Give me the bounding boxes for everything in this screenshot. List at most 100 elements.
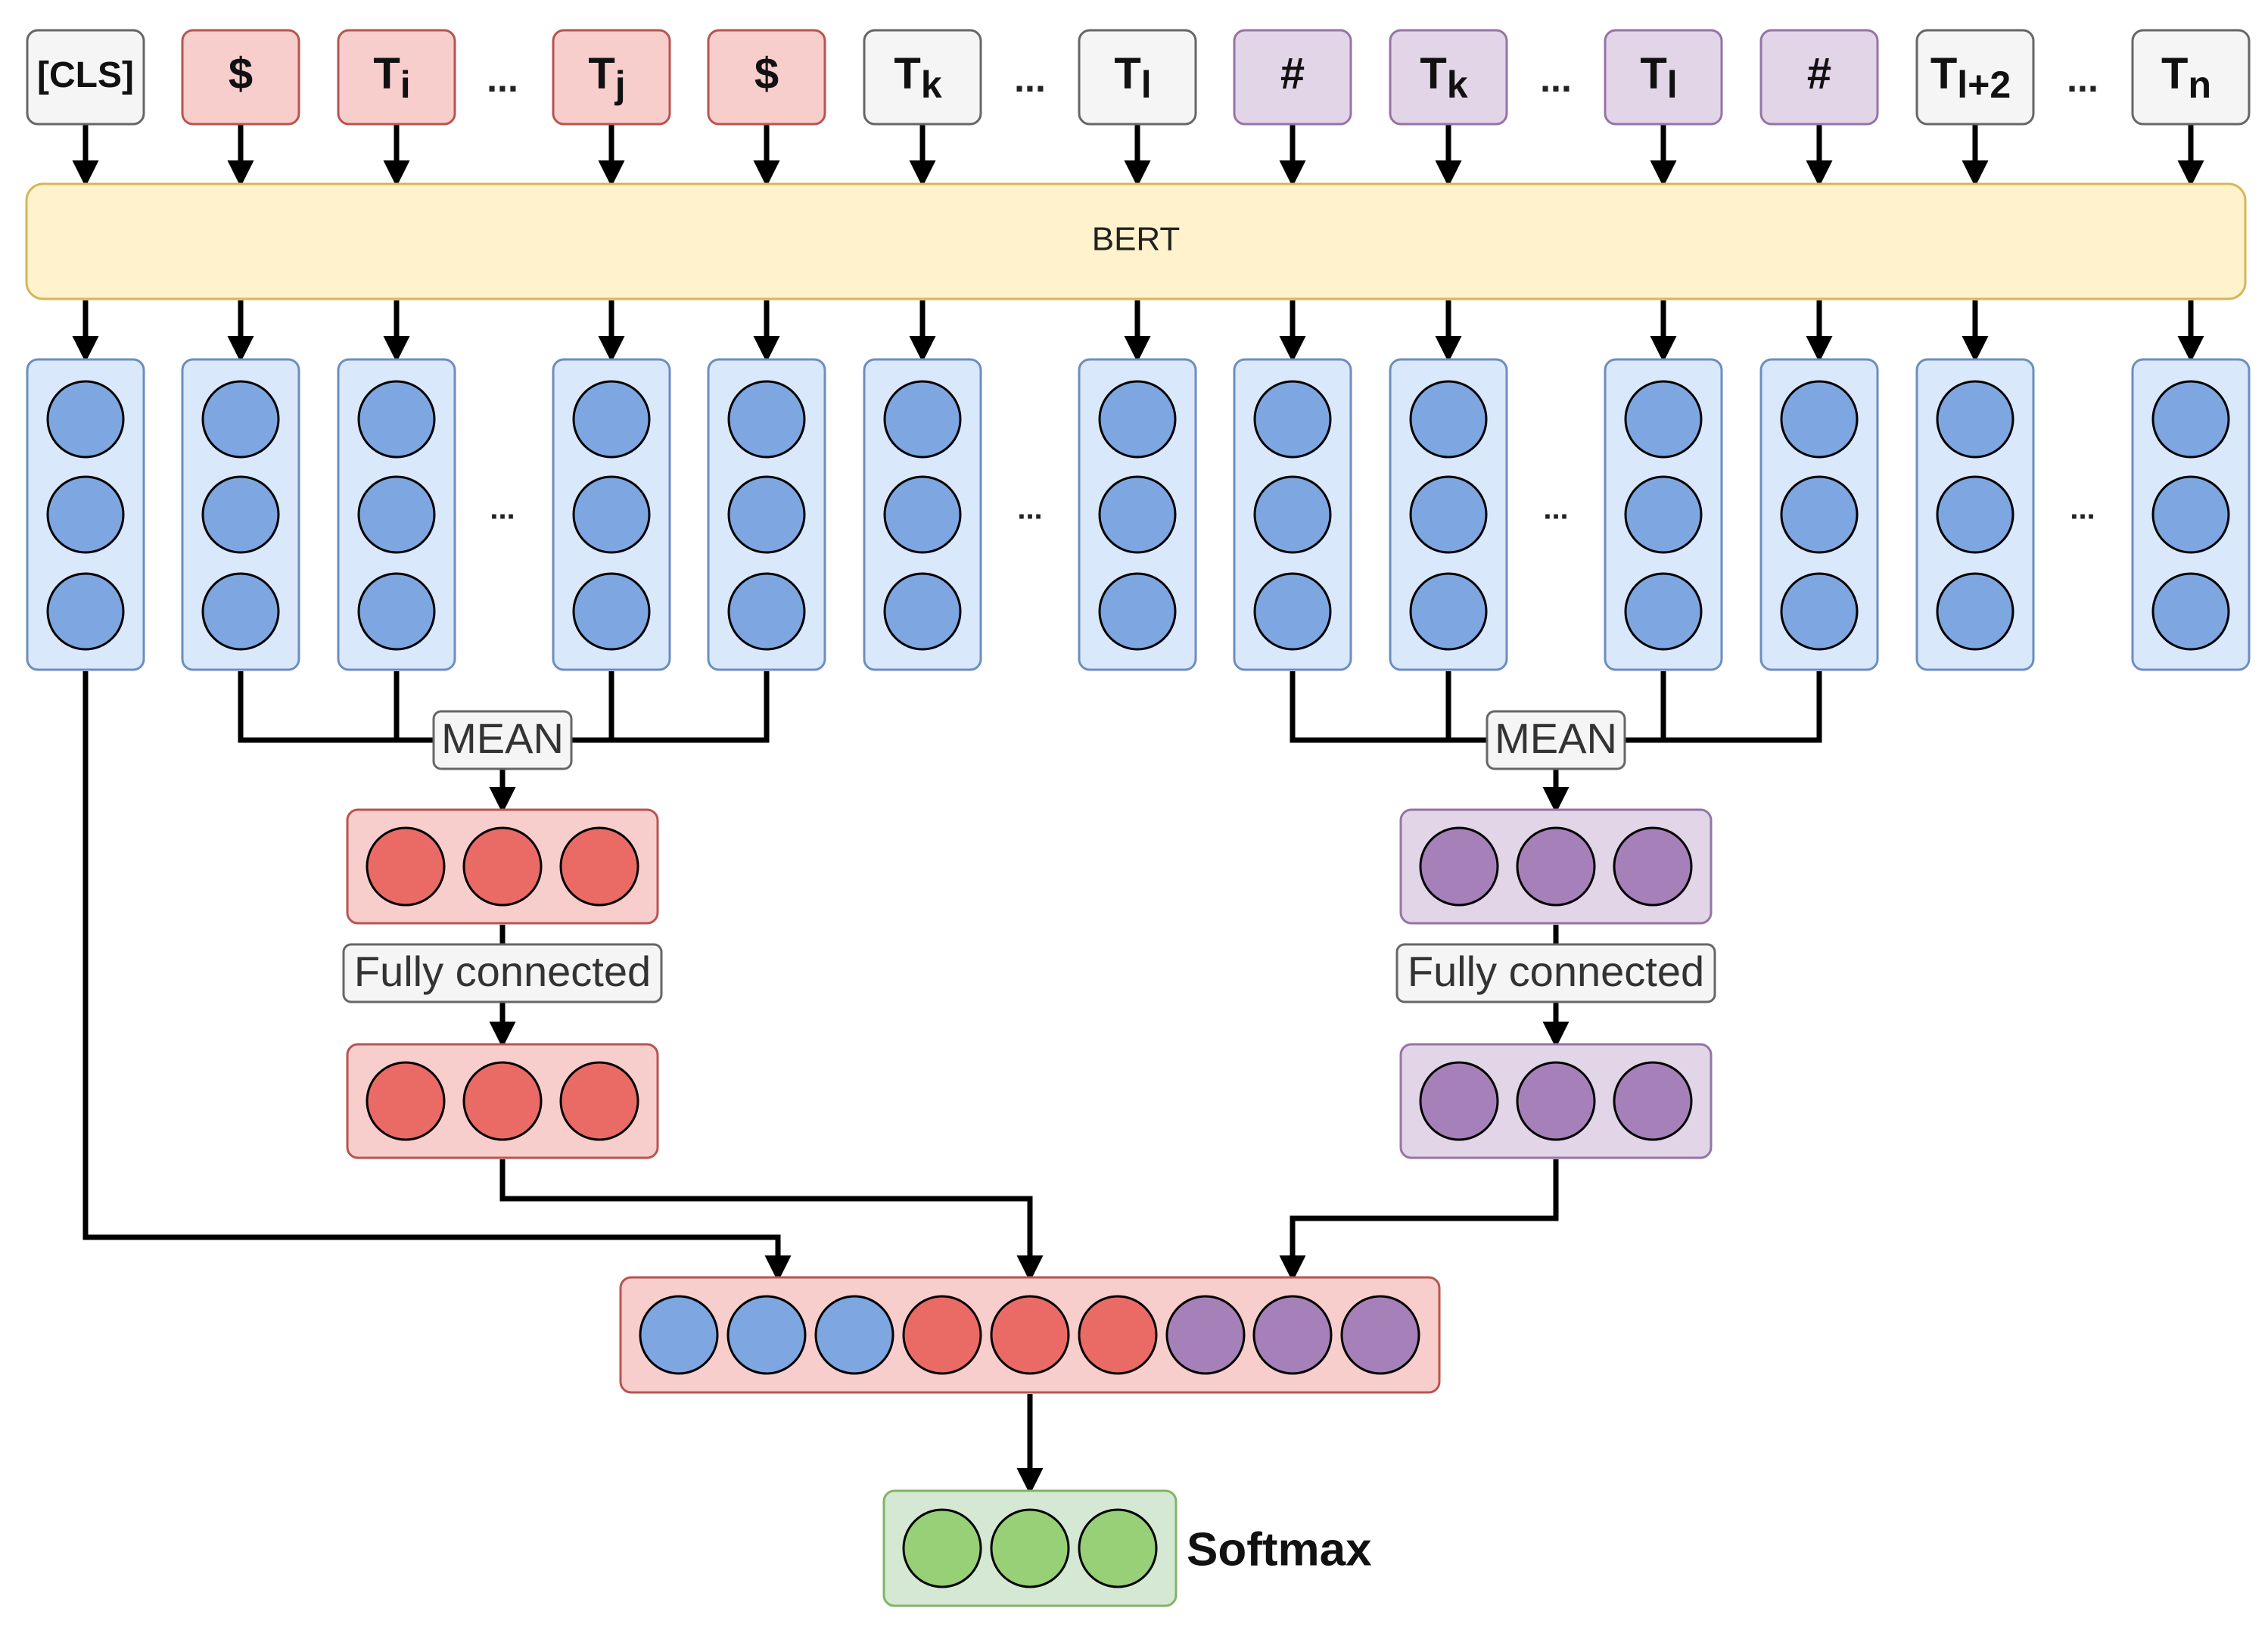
token-box-cls	[26, 29, 145, 126]
token-box-tj	[552, 29, 671, 126]
embedding-neuron-hash-start-1	[1253, 380, 1332, 459]
bert-label: BERT	[1092, 221, 1181, 258]
token-main-dollar-end: $	[754, 49, 779, 98]
embedding-neuron-tl-2	[1098, 475, 1177, 554]
token-label-dollar-start: $	[229, 49, 253, 98]
embedding-neuron-tn-3	[2151, 572, 2230, 651]
arrow-cls-to-concat	[82, 671, 792, 1282]
token-main-ti: T	[373, 49, 400, 98]
token-box-tl-plus-2	[1915, 29, 2035, 126]
embedding-neuron-tk2-2	[1409, 475, 1488, 554]
token-main-tk: T	[894, 49, 920, 98]
embedding-neuron-cls-1	[46, 380, 125, 459]
token-label-dollar-end: $	[754, 49, 779, 98]
fc-label-box-red	[342, 943, 663, 1003]
concat-neuron-4	[902, 1295, 982, 1375]
embedding-neuron-hash-start-2	[1253, 475, 1332, 554]
token-box-tn	[2131, 29, 2251, 126]
token-label-tk2: Tk	[1420, 49, 1467, 106]
embedding-neuron-tk2-1	[1409, 380, 1488, 459]
softmax-neuron-1	[902, 1508, 982, 1588]
embedding-neuron-tn-2	[2151, 475, 2230, 554]
embedding-neuron-tl-plus-2-2	[1936, 475, 2014, 554]
concat-neuron-6	[1078, 1295, 1158, 1375]
token-box-dollar-end	[707, 29, 826, 126]
token-main-tj: T	[588, 49, 614, 98]
token-label-hash-start: #	[1280, 49, 1305, 98]
embedding-neuron-hash-end-2	[1780, 475, 1859, 554]
concat-neuron-7	[1165, 1295, 1246, 1375]
nodes-layer	[25, 29, 2251, 1607]
token-sub-tl: l	[1141, 64, 1152, 106]
token-box-tl	[1078, 29, 1197, 126]
fc-label-purple: Fully connected	[1408, 947, 1704, 995]
token-label-tj: Tj	[588, 49, 625, 106]
token-box-tk2	[1389, 29, 1508, 126]
concat-neuron-5	[990, 1295, 1070, 1375]
fc-label-red: Fully connected	[354, 947, 651, 995]
embedding-neuron-dollar-end-1	[727, 380, 806, 459]
embedding-neuron-dollar-start-3	[201, 572, 280, 651]
token-sub-tk2: k	[1447, 64, 1468, 106]
embedding-neuron-ti-2	[357, 475, 436, 554]
token-label-tl-plus-2: Tl+2	[1930, 49, 2011, 106]
mean-label-purple: MEAN	[1495, 714, 1617, 762]
token-box-ti	[337, 29, 456, 126]
softmax-label: Softmax	[1187, 1523, 1372, 1576]
token-main-hash-end: #	[1807, 49, 1831, 98]
bert-block	[25, 182, 2247, 300]
token-main-tl2: T	[1640, 49, 1666, 98]
token-main-tl: T	[1114, 49, 1140, 98]
embedding-neuron-tl-1	[1098, 380, 1177, 459]
fc-output-vector-purple-neuron-3	[1613, 1061, 1693, 1141]
embedding-neuron-tj-1	[572, 380, 651, 459]
token-label-tl: Tl	[1114, 49, 1151, 106]
embedding-neuron-ti-3	[357, 572, 436, 651]
embedding-neuron-tl2-3	[1624, 572, 1703, 651]
embedding-neuron-tj-3	[572, 572, 651, 651]
token-label-tn: Tn	[2161, 49, 2211, 106]
concat-neuron-3	[814, 1295, 894, 1375]
embedding-neuron-tl-plus-2-1	[1936, 380, 2014, 459]
softmax-neuron-3	[1078, 1508, 1158, 1588]
concat-neuron-2	[726, 1295, 807, 1375]
embedding-neuron-cls-2	[46, 475, 125, 554]
embedding-neuron-tk-3	[883, 572, 962, 651]
pooled-vector-red-neuron-2	[462, 826, 543, 907]
token-ellipsis-4: ...	[2067, 58, 2098, 100]
embedding-neuron-tk2-3	[1409, 572, 1488, 651]
embedding-neuron-dollar-start-1	[201, 380, 280, 459]
concat-neuron-1	[639, 1295, 719, 1375]
embedding-neuron-tl-3	[1098, 572, 1177, 651]
embedding-neuron-dollar-end-3	[727, 572, 806, 651]
embedding-neuron-dollar-end-2	[727, 475, 806, 554]
embedding-neuron-hash-start-3	[1253, 572, 1332, 651]
token-main-tn: T	[2161, 49, 2188, 98]
token-sub-tn: n	[2188, 64, 2211, 106]
embedding-neuron-cls-3	[46, 572, 125, 651]
embedding-neuron-ti-1	[357, 380, 436, 459]
mean-label-red: MEAN	[441, 714, 564, 762]
embedding-neuron-tl2-2	[1624, 475, 1703, 554]
embedding-neuron-hash-end-3	[1780, 572, 1859, 651]
pooled-vector-red-neuron-1	[366, 826, 446, 907]
arrow-purple-to-concat	[1279, 1159, 1559, 1282]
embedding-neuron-tl-plus-2-3	[1936, 572, 2014, 651]
arrow-red-to-concat	[499, 1159, 1044, 1282]
token-label-ti: Ti	[373, 49, 410, 106]
pooled-vector-purple-neuron-1	[1419, 826, 1499, 907]
token-sub-tl-plus-2: l+2	[1957, 64, 2011, 106]
embedding-neuron-hash-end-1	[1780, 380, 1859, 459]
token-box-tk	[863, 29, 982, 126]
token-main-hash-start: #	[1280, 49, 1305, 98]
embedding-neuron-dollar-start-2	[201, 475, 280, 554]
pooled-vector-purple-neuron-3	[1613, 826, 1693, 907]
fc-output-vector-red-neuron-2	[462, 1061, 543, 1141]
fc-output-vector-purple-neuron-1	[1419, 1061, 1499, 1141]
embedding-ellipsis-4: ...	[2070, 493, 2095, 526]
concat-neuron-9	[1340, 1295, 1420, 1375]
token-box-hash-end	[1759, 29, 1879, 126]
token-main-cls: [CLS]	[37, 55, 134, 95]
